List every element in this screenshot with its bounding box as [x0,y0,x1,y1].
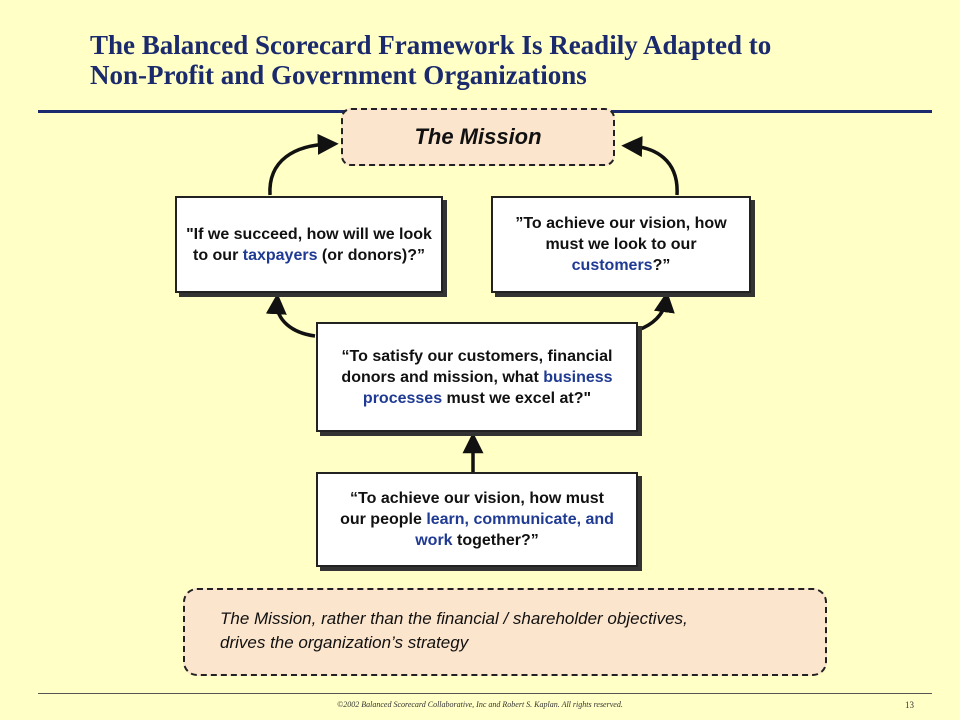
page-title: The Balanced Scorecard Framework Is Read… [90,30,950,90]
mission-label: The Mission [414,124,542,149]
note-line-2: drives the organization’s strategy [220,633,469,652]
learning-perspective-text: “To achieve our vision, how must our peo… [340,490,614,549]
financial-perspective-box: "If we succeed, how will we look to our … [175,196,443,293]
process-perspective-box: “To satisfy our customers, financial don… [316,322,638,432]
arrow-financial-to-mission [268,133,339,196]
process-highlight: business processes [362,368,613,407]
financial-perspective-text: "If we succeed, how will we look to our … [186,225,432,264]
learning-perspective-box: “To achieve our vision, how must our peo… [316,472,638,567]
copyright-footer: ©2002 Balanced Scorecard Collaborative, … [337,700,623,709]
learning-highlight: learn, communicate, and work [415,511,614,549]
arrow-process-to-financial [265,293,316,338]
process-perspective-text: “To satisfy our customers, financial don… [341,347,613,407]
footer-divider [38,693,932,694]
note-line-1: The Mission, rather than the financial /… [220,609,688,628]
title-line-1: The Balanced Scorecard Framework Is Read… [90,30,772,60]
page-number: 13 [905,700,914,710]
customer-perspective-text: ”To achieve our vision, how must we look… [515,215,727,274]
title-line-2: Non-Profit and Government Organizations [90,60,587,90]
mission-box: The Mission [341,108,615,166]
arrow-customer-to-mission [621,136,679,196]
customer-highlight: customers [571,257,653,274]
customer-perspective-box: ”To achieve our vision, how must we look… [491,196,751,293]
financial-highlight: taxpayers [242,246,318,264]
arrow-process-to-customer [637,291,675,332]
mission-note-box: The Mission, rather than the financial /… [183,588,827,676]
